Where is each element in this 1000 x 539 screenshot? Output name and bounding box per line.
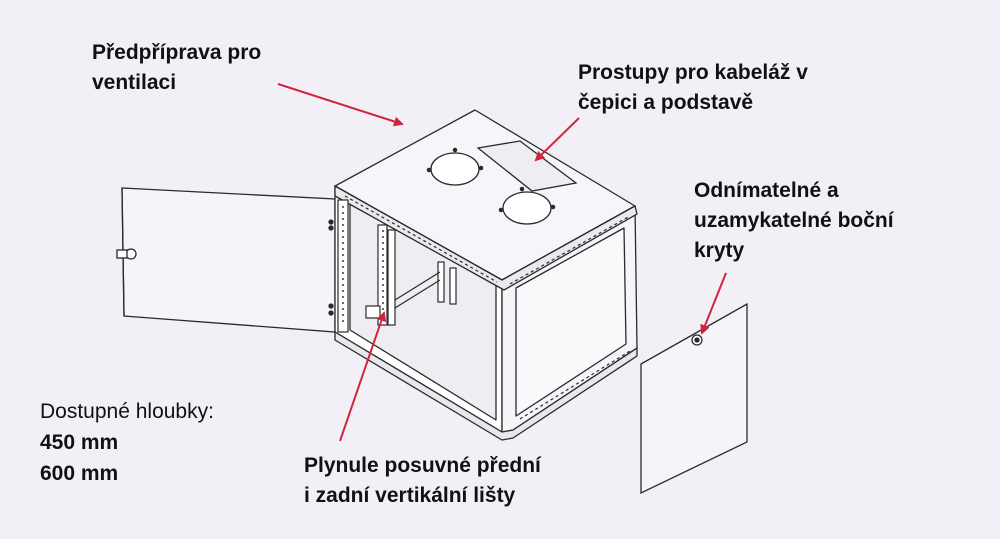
label-cable-entries: Prostupy pro kabeláž v čepici a podstavě [578,61,808,114]
depth-title: Dostupné hloubky: [40,400,214,423]
top-cable-entries [426,140,578,225]
arrow-ventilation [277,83,404,127]
arrow-cable-entries [534,117,580,162]
label-side-panels: Odnímatelné a uzamykatelné boční kryty [694,179,894,262]
arrow-side-panels [700,272,727,335]
rail-holes [342,206,384,326]
vent-slots [344,195,631,420]
label-ventilation: Předpříprava pro ventilaci [92,41,262,94]
depth-value-450: 450 mm [40,431,119,454]
front-door [116,187,336,333]
side-panel [640,302,748,495]
arrow-rails [339,311,387,442]
callout-arrows [277,83,727,442]
depth-value-600: 600 mm [40,462,119,485]
label-rails: Plynule posuvné přední i zadní vertikáln… [304,454,541,507]
depth-info: Dostupné hloubky: 450 mm 600 mm [40,396,214,489]
